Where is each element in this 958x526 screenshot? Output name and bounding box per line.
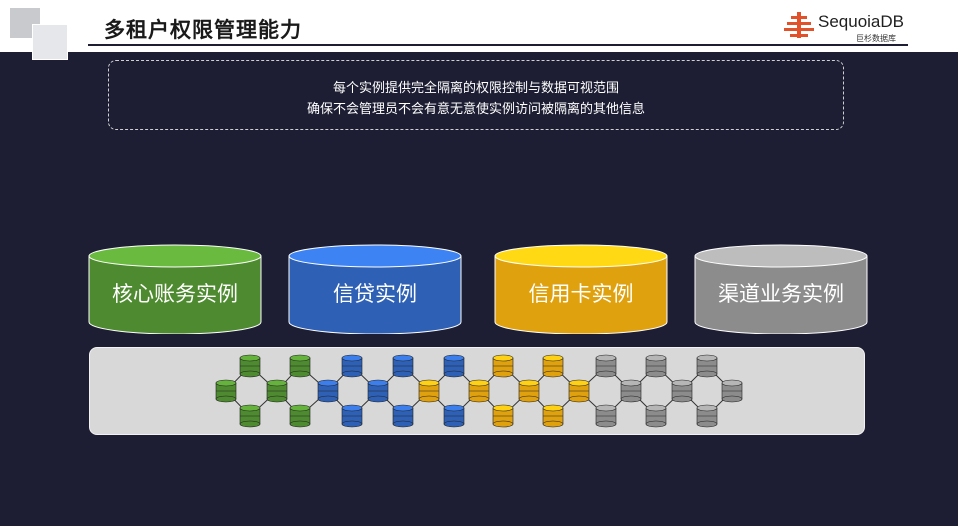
database-node-icon bbox=[239, 354, 261, 378]
database-node-icon bbox=[595, 404, 617, 428]
brand-logo: SequoiaDB 巨杉数据库 bbox=[784, 8, 924, 44]
database-node-icon bbox=[443, 354, 465, 378]
database-node-icon bbox=[542, 354, 564, 378]
database-node-icon bbox=[492, 354, 514, 378]
brand-name: SequoiaDB bbox=[818, 12, 905, 31]
info-box: 每个实例提供完全隔离的权限控制与数据可视范围 确保不会管理员不会有意无意使实例访… bbox=[108, 60, 844, 130]
database-node-icon bbox=[468, 379, 490, 403]
database-node-icon bbox=[239, 404, 261, 428]
cylinder-shape bbox=[494, 244, 668, 334]
instance-cylinder-credit: 信贷实例 bbox=[288, 244, 462, 334]
database-node-icon bbox=[721, 379, 743, 403]
database-node-icon bbox=[645, 404, 667, 428]
database-node-icon bbox=[696, 404, 718, 428]
cluster-panel bbox=[89, 347, 865, 435]
brand-subtitle: 巨杉数据库 bbox=[856, 34, 896, 43]
database-node-icon bbox=[341, 354, 363, 378]
database-node-icon bbox=[367, 379, 389, 403]
database-node-icon bbox=[671, 379, 693, 403]
page-title: 多租户权限管理能力 bbox=[104, 18, 302, 42]
database-node-icon bbox=[620, 379, 642, 403]
instance-label: 渠道业务实例 bbox=[718, 282, 844, 306]
database-node-icon bbox=[443, 404, 465, 428]
instance-cylinder-core-accounting: 核心账务实例 bbox=[88, 244, 262, 334]
instance-cylinder-channel-business: 渠道业务实例 bbox=[694, 244, 868, 334]
info-line-2: 确保不会管理员不会有意无意使实例访问被隔离的其他信息 bbox=[306, 102, 645, 117]
sequoia-tree-icon bbox=[784, 12, 814, 38]
corner-squares-logo bbox=[10, 8, 68, 60]
database-node-icon bbox=[518, 379, 540, 403]
database-node-icon bbox=[645, 354, 667, 378]
database-node-icon bbox=[595, 354, 617, 378]
database-node-icon bbox=[266, 379, 288, 403]
instance-cylinder-credit-card: 信用卡实例 bbox=[494, 244, 668, 334]
database-node-icon bbox=[392, 404, 414, 428]
database-node-icon bbox=[418, 379, 440, 403]
database-node-icon bbox=[215, 379, 237, 403]
instance-label: 核心账务实例 bbox=[112, 282, 238, 306]
title-underline bbox=[88, 44, 908, 46]
cylinder-shape bbox=[694, 244, 868, 334]
database-node-icon bbox=[696, 354, 718, 378]
slide-header: 多租户权限管理能力 SequoiaDB 巨杉数据库 bbox=[0, 0, 958, 60]
cylinder-shape bbox=[88, 244, 262, 334]
database-node-icon bbox=[317, 379, 339, 403]
instance-label: 信用卡实例 bbox=[528, 282, 634, 306]
database-node-icon bbox=[289, 354, 311, 378]
database-node-icon bbox=[542, 404, 564, 428]
info-line-1: 每个实例提供完全隔离的权限控制与数据可视范围 bbox=[332, 81, 619, 96]
database-node-icon bbox=[492, 404, 514, 428]
database-node-icon bbox=[392, 354, 414, 378]
database-node-icon bbox=[568, 379, 590, 403]
database-node-network bbox=[215, 354, 743, 428]
instance-label: 信贷实例 bbox=[333, 282, 417, 306]
database-node-icon bbox=[289, 404, 311, 428]
database-node-icon bbox=[341, 404, 363, 428]
cylinder-shape bbox=[288, 244, 462, 334]
